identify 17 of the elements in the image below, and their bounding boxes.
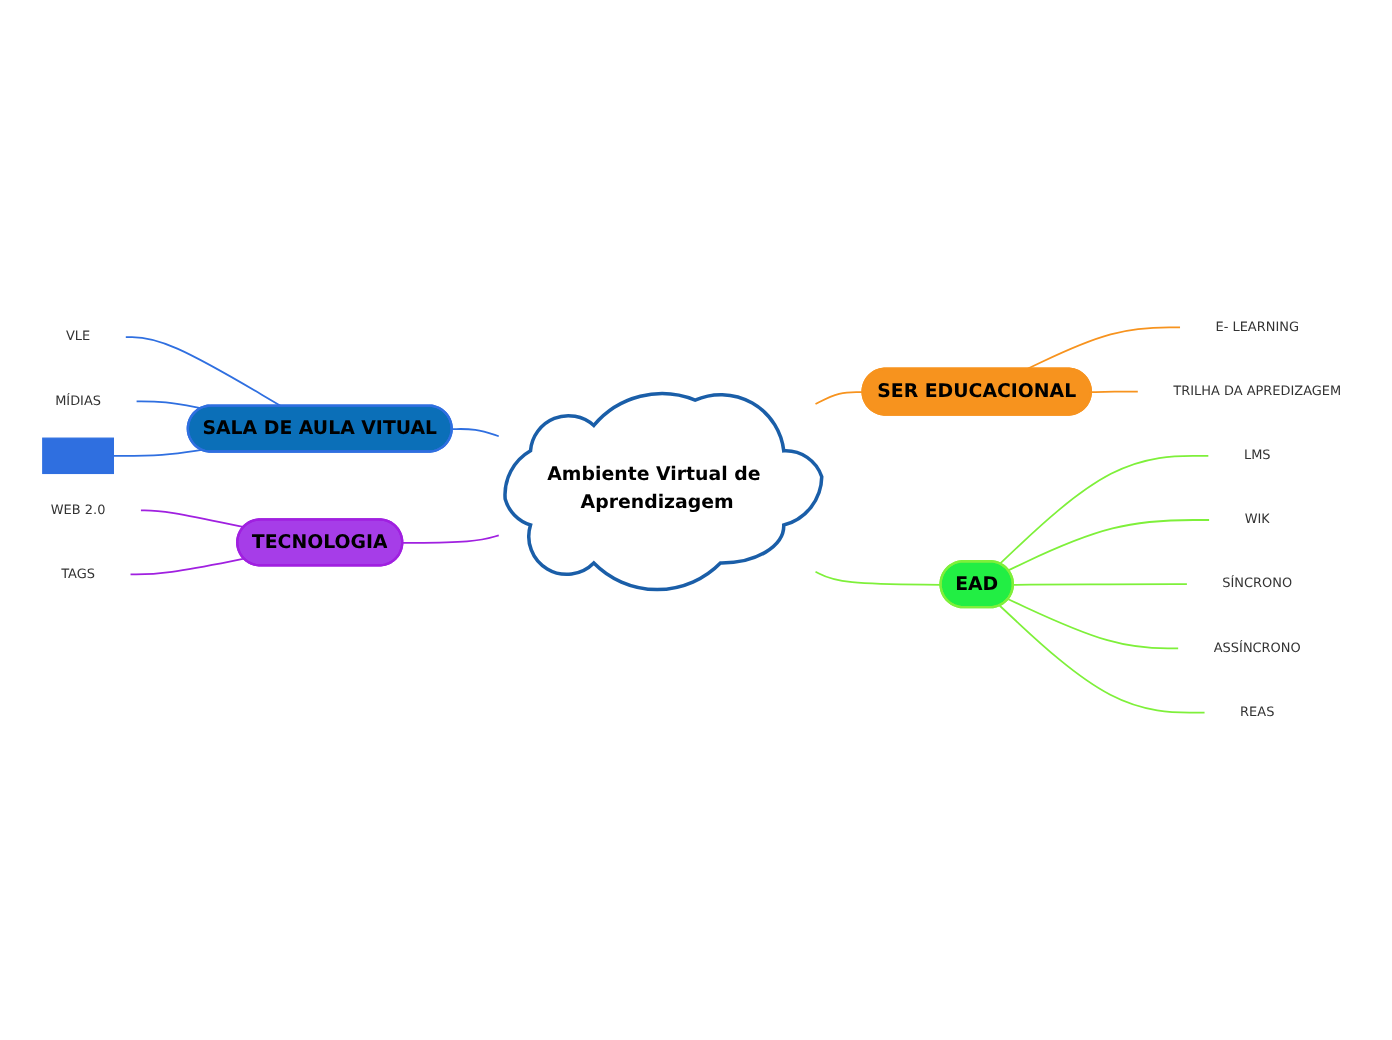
connector bbox=[401, 534, 500, 544]
connector bbox=[814, 570, 943, 586]
connector bbox=[1025, 326, 1182, 371]
connector bbox=[1007, 598, 1180, 650]
connector bbox=[1090, 390, 1139, 394]
connector bbox=[1012, 583, 1188, 586]
connector bbox=[129, 557, 245, 576]
connector bbox=[814, 391, 865, 405]
connector bbox=[135, 400, 203, 410]
connector bbox=[124, 336, 283, 408]
connector bbox=[112, 449, 203, 457]
connector bbox=[998, 454, 1210, 565]
node-bar bbox=[42, 437, 114, 475]
connector bbox=[998, 604, 1206, 714]
connector bbox=[451, 428, 500, 438]
connector bbox=[139, 509, 245, 529]
connector bbox=[1007, 519, 1211, 572]
